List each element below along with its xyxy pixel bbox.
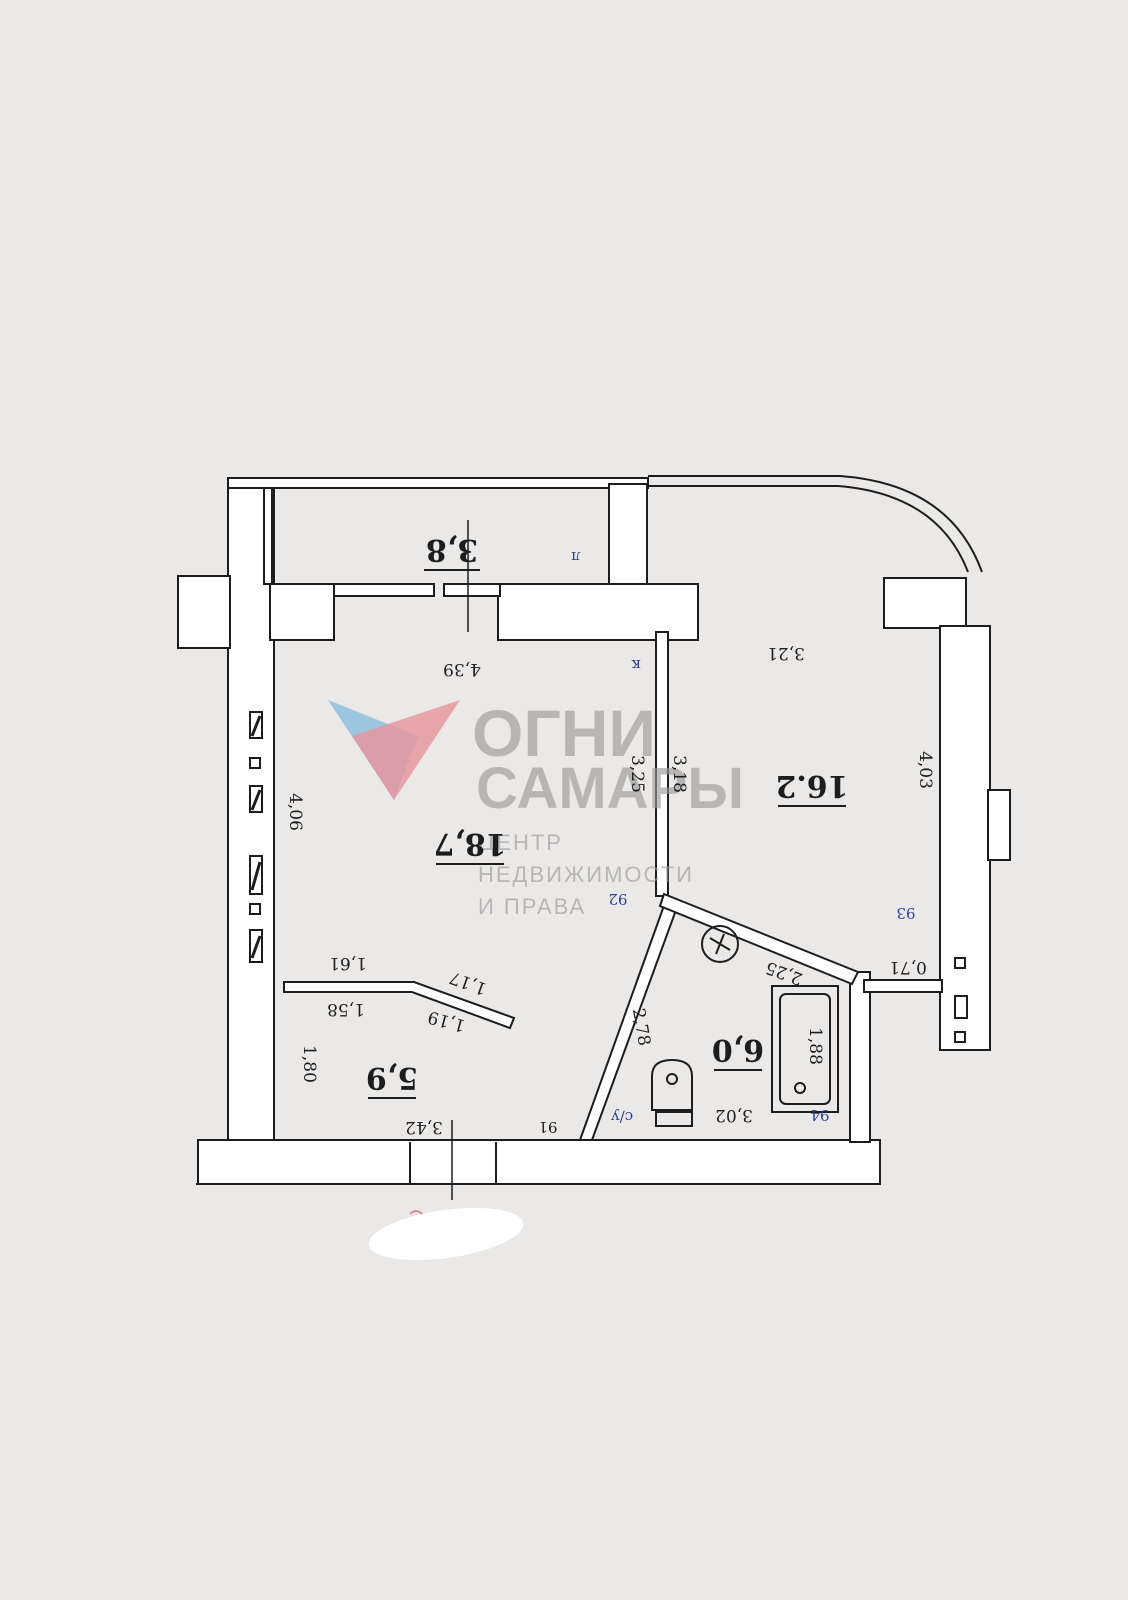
dim-living-right: 4,03 bbox=[915, 751, 935, 789]
dim-corridor-upper: 1,61 bbox=[329, 953, 367, 973]
room-areas: 3,8 18,7 16.2 5,9 6,0 bbox=[366, 532, 849, 1099]
area-loggia-value: 3,8 bbox=[426, 532, 478, 567]
dim-corridor-diag-upper: 1,17 bbox=[447, 967, 489, 999]
area-living: 16.2 bbox=[775, 768, 849, 807]
markers: л к с/у 91 92 93 94 bbox=[538, 548, 915, 1136]
dim-hall-left: 1,80 bbox=[299, 1045, 319, 1083]
watermark-line2: САМАРЫ bbox=[476, 756, 744, 821]
vent-hatch bbox=[250, 935, 262, 959]
window-sill-2 bbox=[443, 583, 501, 597]
wall-left-stub bbox=[177, 575, 231, 649]
marker-93: 93 bbox=[896, 904, 915, 922]
vent-hatch bbox=[250, 789, 262, 811]
floor-drain-line bbox=[715, 933, 725, 955]
vent-block bbox=[249, 757, 261, 769]
vent-block bbox=[954, 1031, 966, 1043]
window-sill bbox=[333, 583, 435, 597]
dim-bath-right: 1,88 bbox=[805, 1027, 825, 1065]
area-kitchen-value: 18,7 bbox=[433, 826, 506, 861]
vent-block bbox=[249, 903, 261, 915]
dim-living-left: 3,18 bbox=[669, 755, 689, 793]
wall-bottom bbox=[197, 1139, 881, 1185]
dim-kitchen-right: 3,25 bbox=[627, 755, 647, 793]
code-kitchen: к bbox=[631, 656, 641, 674]
wall-loggia-left bbox=[263, 487, 273, 585]
area-loggia: 3,8 bbox=[424, 532, 480, 571]
triangle-logo-icon bbox=[328, 700, 460, 800]
dim-hall-bottom: 3,42 bbox=[405, 1117, 443, 1137]
marker-92: 92 bbox=[608, 890, 627, 908]
partition-bath-diagonal bbox=[578, 898, 678, 1141]
marker-94: 94 bbox=[810, 1106, 829, 1124]
vent-hatching bbox=[250, 715, 262, 959]
wall-kitchen-top-left bbox=[269, 583, 335, 641]
dim-kitchen-left: 4,06 bbox=[285, 793, 305, 831]
watermark-sub2: НЕДВИЖИМОСТИ bbox=[478, 862, 694, 887]
area-bath-value: 6,0 bbox=[712, 1032, 764, 1067]
ventilation-right bbox=[954, 957, 968, 1043]
dim-living-top: 3,21 bbox=[767, 643, 805, 663]
toilet-bowl bbox=[651, 1058, 693, 1111]
dim-bath-bottom: 3,02 bbox=[715, 1105, 753, 1125]
vent-hatch bbox=[250, 861, 262, 891]
area-hall-value: 5,9 bbox=[366, 1060, 418, 1095]
bathtub-icon bbox=[771, 985, 839, 1113]
code-loggia: л bbox=[571, 548, 581, 566]
dim-corridor-lower: 1,58 bbox=[327, 999, 365, 1019]
wall-right bbox=[939, 625, 991, 1051]
dim-kitchen-width: 4,39 bbox=[443, 659, 481, 679]
watermark-sub3: И ПРАВА bbox=[478, 894, 586, 919]
watermark-line1: ОГНИ bbox=[472, 696, 656, 770]
vent-block bbox=[954, 995, 968, 1019]
interior-partitions bbox=[283, 892, 860, 1141]
area-kitchen: 18,7 bbox=[433, 826, 507, 865]
partition-bath-top bbox=[658, 892, 860, 986]
partition-hall bbox=[283, 981, 516, 1030]
dim-niche: 0,71 bbox=[889, 957, 927, 977]
bathtub-inner bbox=[779, 993, 831, 1105]
wall-top bbox=[227, 477, 649, 489]
redaction-mark bbox=[409, 1210, 423, 1215]
toilet-icon bbox=[651, 1058, 693, 1127]
bathtub-drain bbox=[794, 1082, 806, 1094]
redaction-blot bbox=[368, 1207, 524, 1261]
wall-right-upper bbox=[883, 577, 967, 629]
area-living-value: 16.2 bbox=[775, 768, 848, 803]
wall-kitchen-top-right bbox=[497, 583, 699, 641]
area-hall: 5,9 bbox=[366, 1060, 418, 1099]
wall-niche bbox=[863, 979, 943, 993]
watermark: ОГНИ САМАРЫ ЦЕНТР НЕДВИЖИМОСТИ И ПРАВА bbox=[328, 696, 744, 919]
bathtub-outer bbox=[771, 985, 839, 1113]
code-bath: с/у bbox=[611, 1108, 633, 1126]
walls bbox=[177, 477, 1011, 1185]
floor-drain-circle bbox=[701, 925, 739, 963]
wall-partition-kitchen-living bbox=[655, 631, 669, 897]
floor-drain-icon bbox=[701, 925, 739, 963]
toilet-seat-hole bbox=[666, 1073, 678, 1085]
logo-triangle-red bbox=[352, 700, 460, 800]
toilet-tank bbox=[655, 1111, 693, 1127]
wall-right-stub bbox=[987, 789, 1011, 861]
wall-bath-right bbox=[849, 971, 871, 1143]
curved-wall-inner bbox=[648, 485, 969, 573]
dim-bath-diag: 2,78 bbox=[628, 1007, 654, 1048]
marker-91: 91 bbox=[538, 1118, 557, 1136]
vent-block bbox=[954, 957, 966, 969]
watermark-sub1: ЦЕНТР bbox=[478, 830, 563, 855]
area-bath: 6,0 bbox=[712, 1032, 764, 1071]
vent-hatch bbox=[250, 715, 262, 737]
curved-wall-outer bbox=[648, 475, 983, 573]
